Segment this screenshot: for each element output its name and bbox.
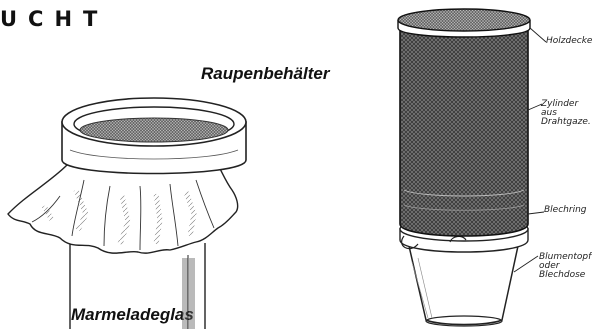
label-pot-line-3: Blechdose — [539, 271, 591, 280]
jam-jar-figure — [8, 98, 246, 329]
caterpillar-container-figure — [398, 9, 546, 326]
label-cylinder-line-2: Drahtgaze. — [541, 118, 592, 127]
label-cylinder-line-1: Zylinder aus — [541, 100, 592, 118]
ring-gauze — [80, 118, 228, 142]
wooden-lid-top — [398, 9, 530, 31]
gauze-cylinder — [400, 27, 528, 236]
label-ring: Blechring — [544, 206, 586, 215]
label-cylinder: Zylinder aus Drahtgaze. — [541, 100, 592, 127]
flower-pot — [409, 246, 518, 325]
label-pot: Blumentopf oder Blechdose — [539, 253, 591, 280]
label-lid: Holzdeckel — [546, 37, 592, 46]
